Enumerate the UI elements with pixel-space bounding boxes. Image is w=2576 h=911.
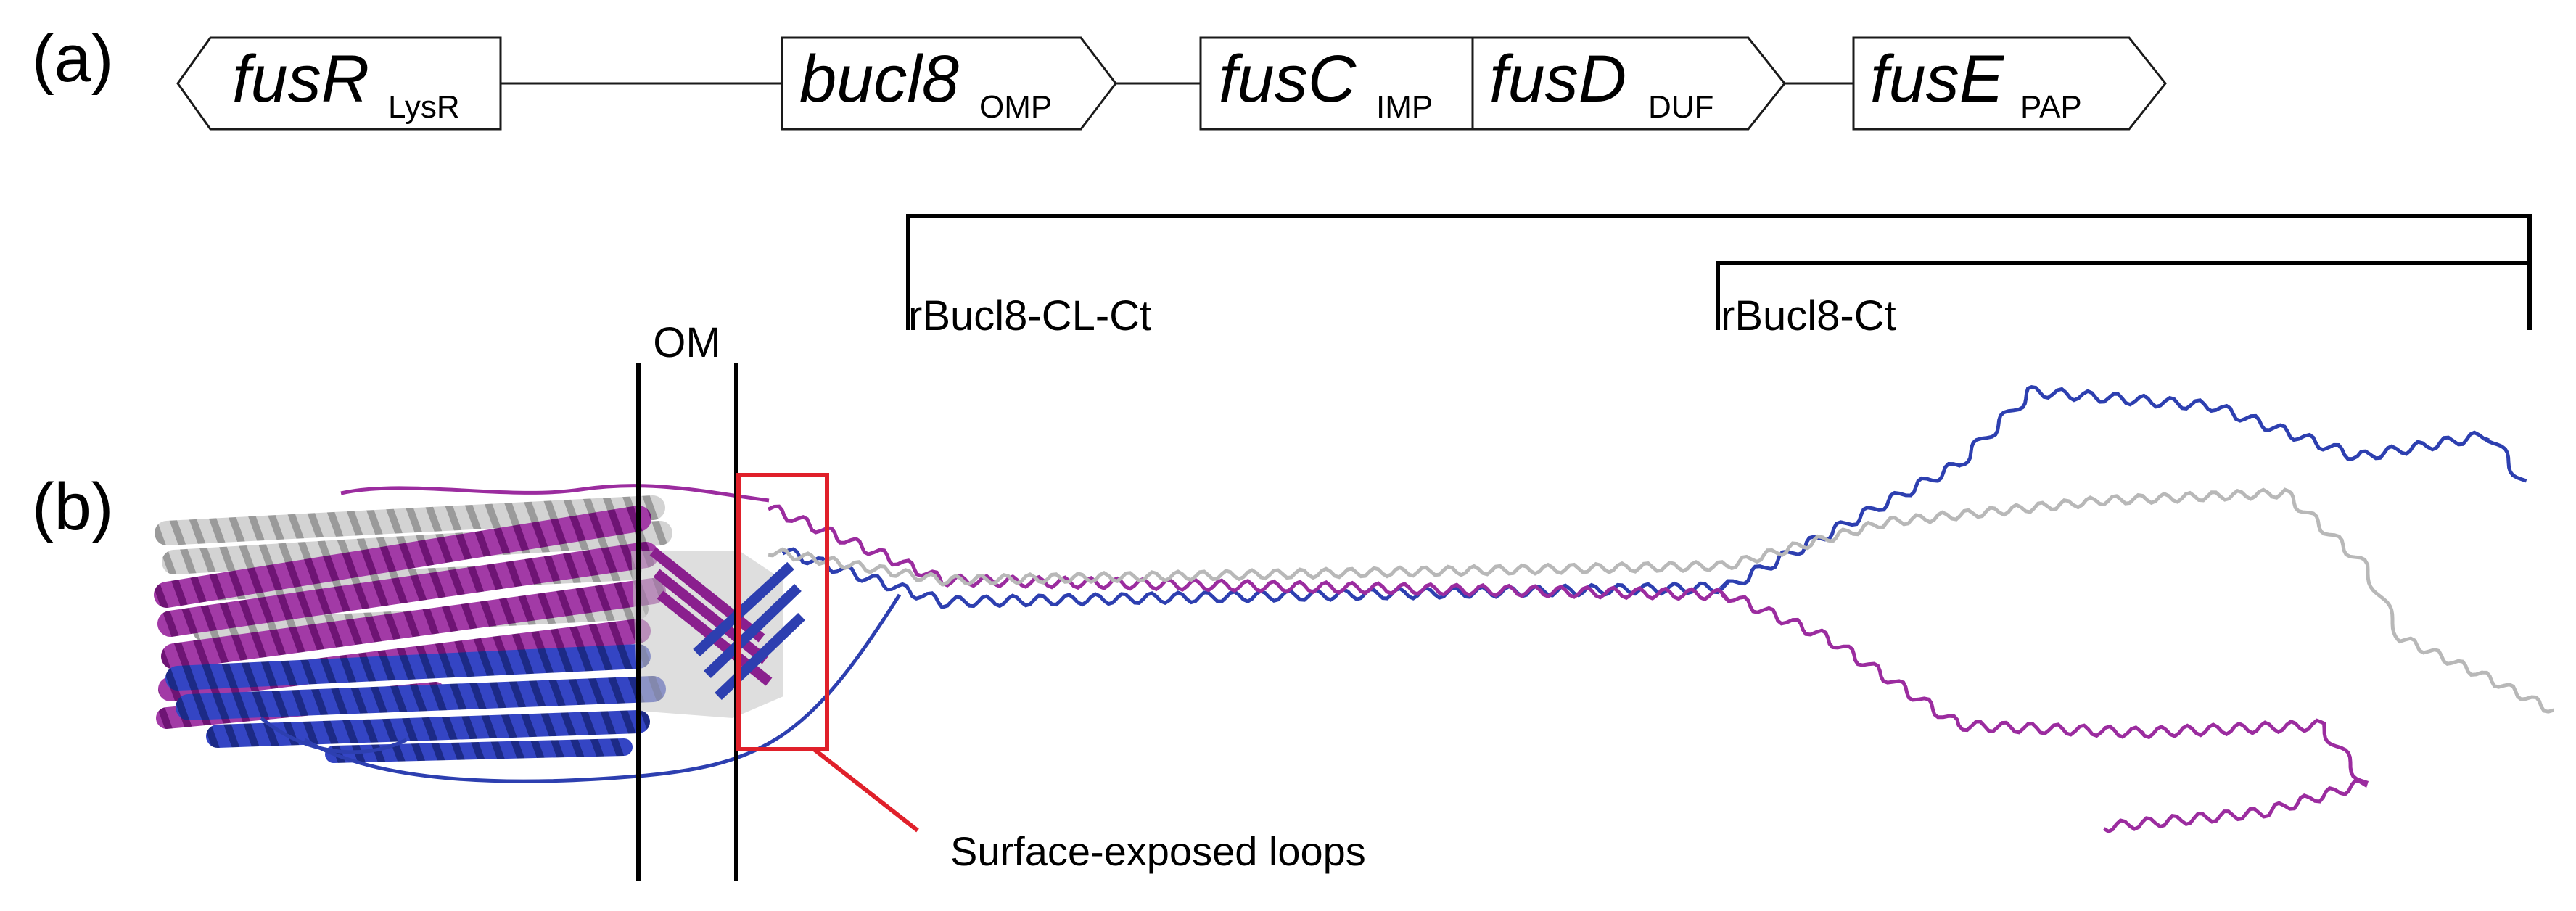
helix-bundle-blue: [165, 644, 666, 763]
gene-name: fusC: [1219, 42, 1357, 116]
panel-a-label: (a): [32, 22, 113, 96]
gene-product: LysR: [388, 89, 460, 125]
gene-bucl8: bucl8 OMP: [781, 36, 1117, 131]
callout-leader-line: [812, 747, 919, 833]
gene-product: OMP: [979, 89, 1052, 125]
gene-fusR: fusR LysR: [176, 36, 502, 131]
loops-highlight-box: [736, 473, 829, 751]
construct-label-long: rBucl8-CL-Ct: [908, 292, 1151, 339]
gene-name: fusD: [1489, 42, 1626, 116]
loops-callout: Surface-exposed loops: [736, 473, 1366, 874]
membrane-label: OM: [653, 319, 720, 366]
construct-label-short: rBucl8-Ct: [1721, 292, 1896, 339]
beta-barrel: [631, 547, 805, 718]
callout-label: Surface-exposed loops: [950, 828, 1366, 874]
gene-product: PAP: [2020, 89, 2082, 125]
c-terminal-tails: [768, 385, 2555, 834]
gene-fusE: fusE PAP: [1852, 36, 2167, 131]
gene-fusC-fusD: fusC IMP fusD DUF: [1199, 36, 1786, 131]
panel-b-label: (b): [32, 470, 113, 544]
construct-bracket-short: rBucl8-Ct: [1716, 261, 2532, 339]
gene-product: IMP: [1376, 89, 1433, 125]
gene-name: fusE: [1870, 42, 2005, 116]
protein-structure: [154, 484, 902, 783]
gene-name: bucl8: [799, 42, 959, 116]
gene-product: DUF: [1648, 89, 1713, 125]
gene-name: fusR: [232, 42, 369, 116]
